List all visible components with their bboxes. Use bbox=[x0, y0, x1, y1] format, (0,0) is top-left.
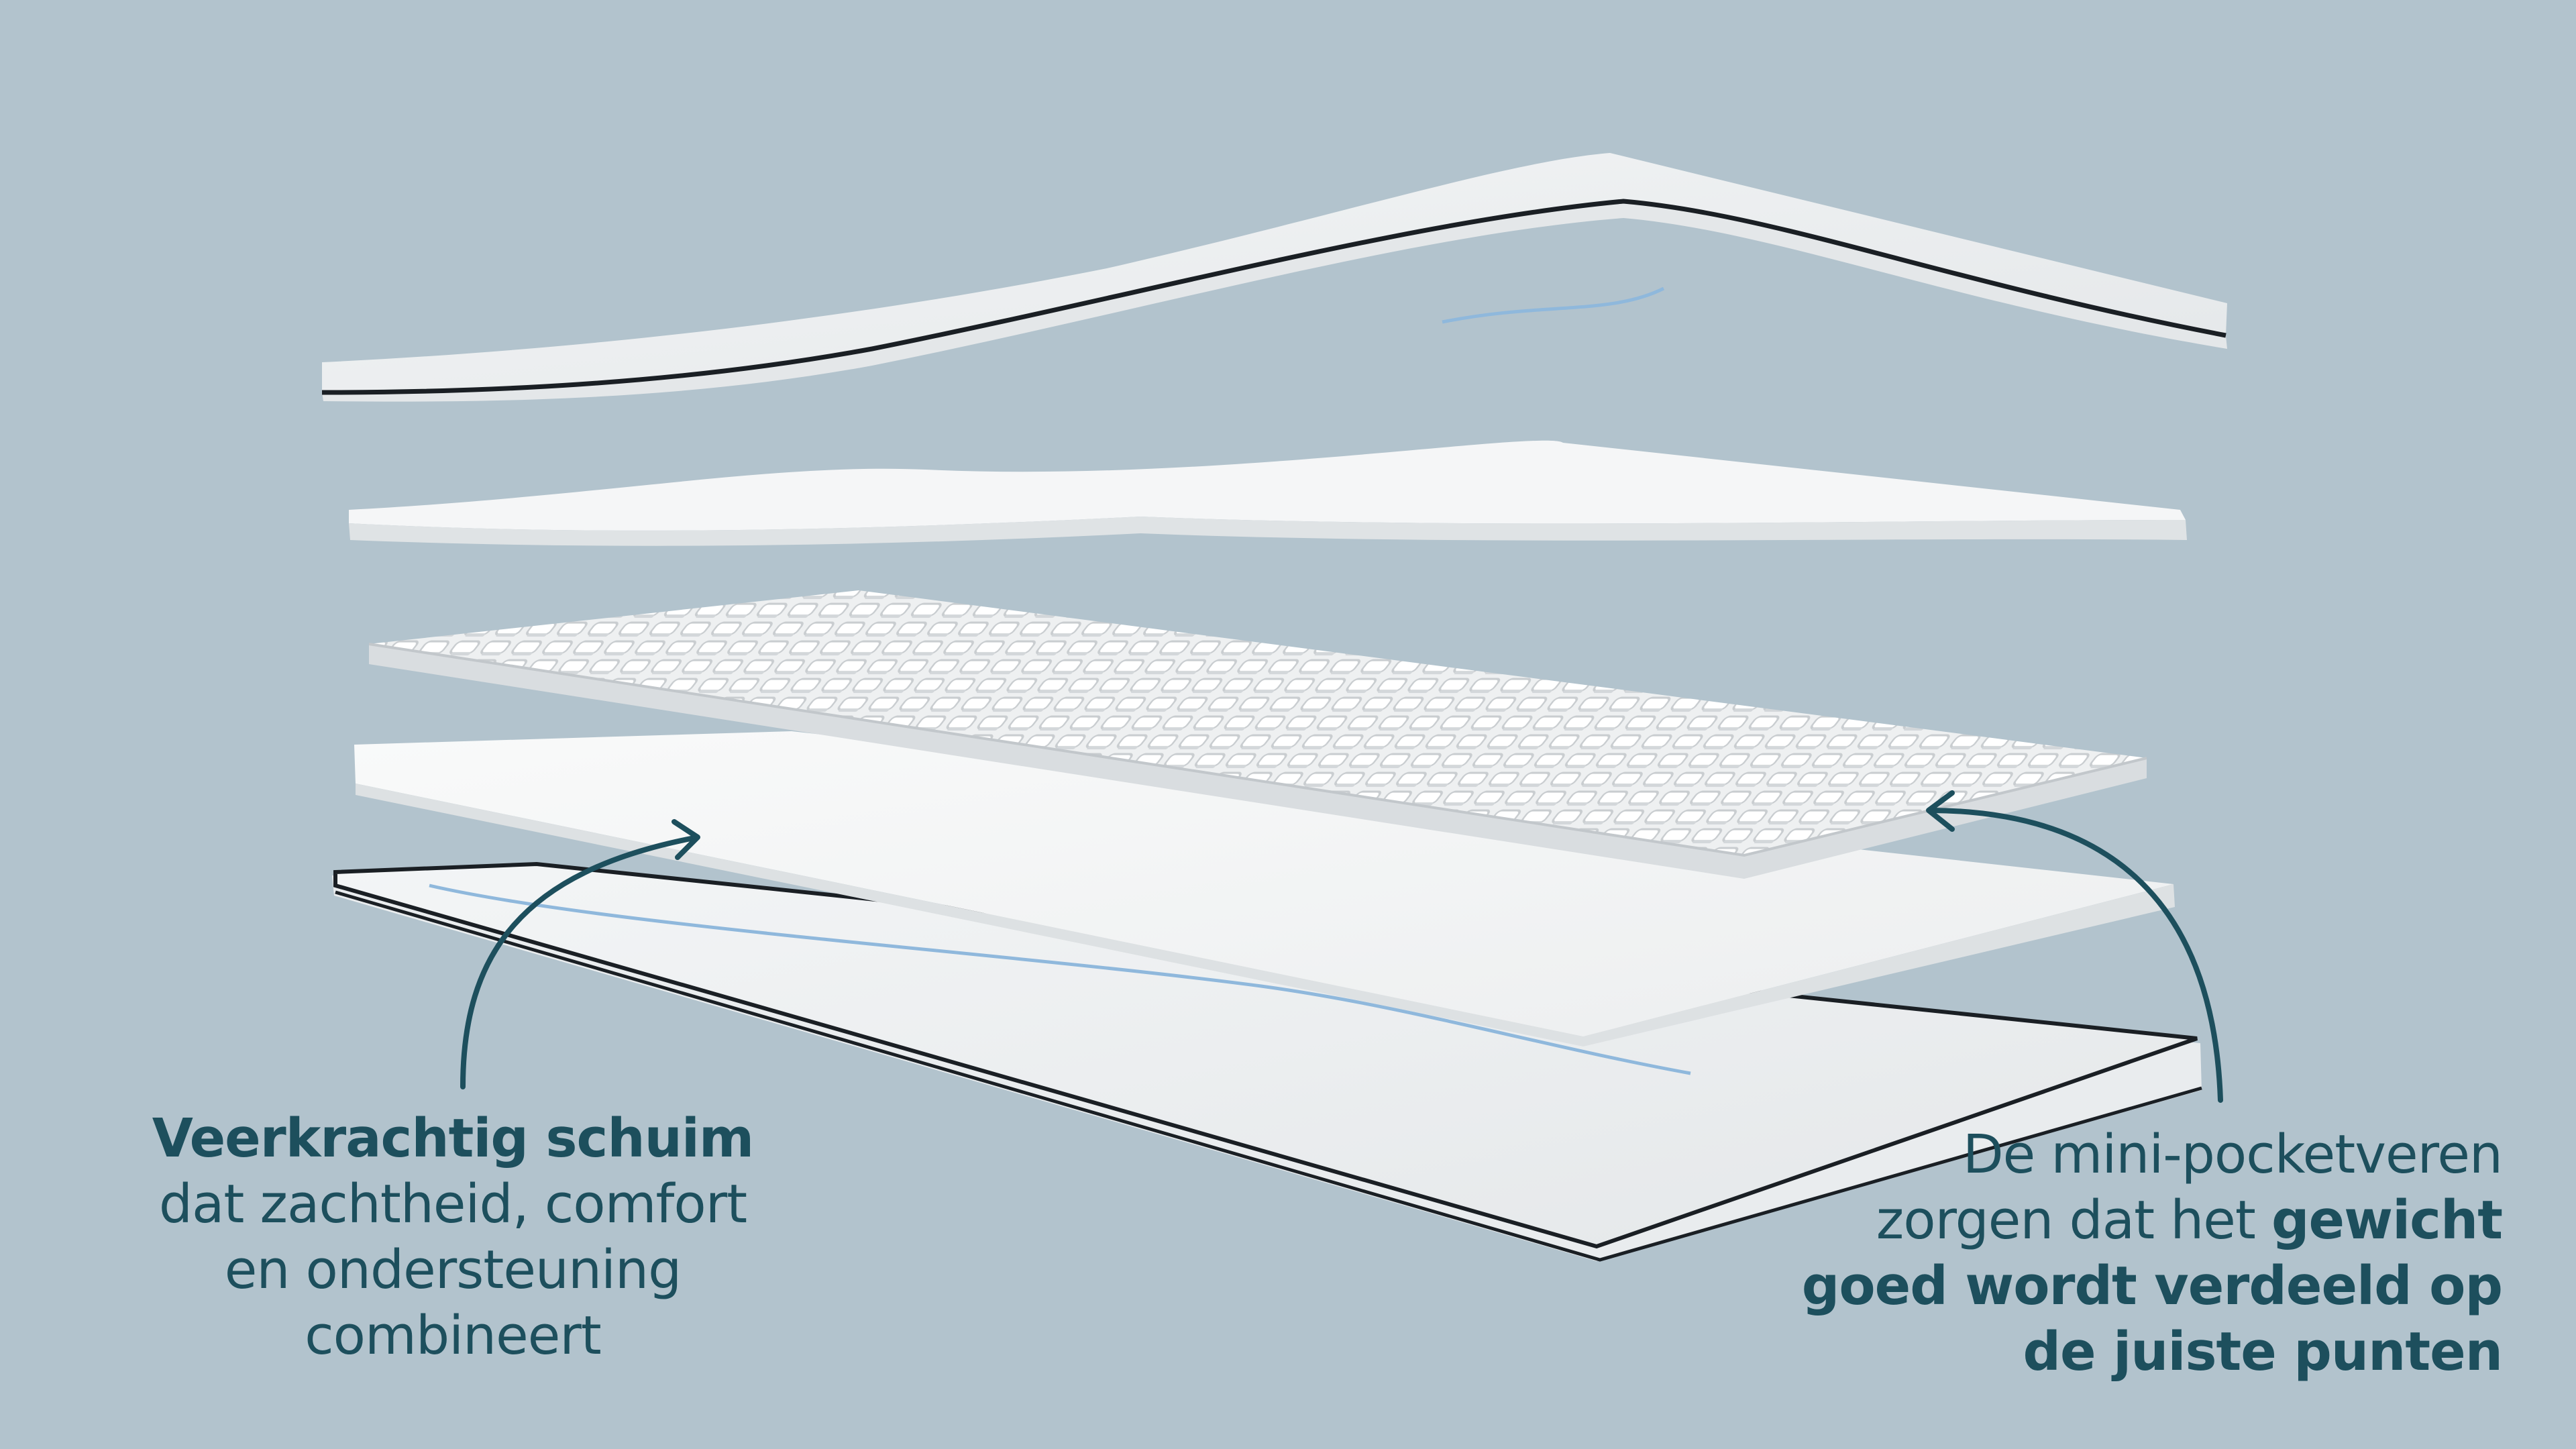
springs-caption-line-2-regular: zorgen dat het bbox=[1876, 1189, 2271, 1251]
top-cover-accent-line bbox=[1442, 286, 1665, 324]
right-callout-arrow bbox=[1926, 790, 2223, 1103]
springs-caption: De mini-pocketveren zorgen dat het gewic… bbox=[1630, 1122, 2503, 1385]
bottom-cover-edge bbox=[333, 861, 2198, 1249]
foam-caption-line-1: dat zachtheid, comfort bbox=[158, 1173, 747, 1235]
top-cover-edge bbox=[321, 199, 2226, 395]
foam-caption-title: Veerkrachtig schuim bbox=[152, 1108, 754, 1169]
left-arrow-line bbox=[460, 836, 694, 1089]
bottom-cover-accent-line bbox=[429, 883, 1691, 1075]
springs-caption-line-4: de juiste punten bbox=[2023, 1321, 2503, 1383]
top-cover-top bbox=[322, 153, 2227, 392]
springs-caption-line-3: goed wordt verdeeld op bbox=[1801, 1255, 2503, 1317]
spring-grid-layer bbox=[368, 590, 2147, 879]
spring-grid-edge bbox=[368, 643, 2147, 857]
base-foam-layer bbox=[354, 731, 2175, 1046]
top-cover-layer bbox=[321, 153, 2227, 402]
springs-caption-line-2-bold: gewicht bbox=[2271, 1189, 2503, 1251]
base-foam-top bbox=[354, 731, 2174, 1036]
bottom-cover-layer bbox=[332, 861, 2202, 1262]
left-arrowhead bbox=[672, 819, 700, 860]
right-arrow-line bbox=[1929, 808, 2223, 1103]
right-arrowhead bbox=[1926, 790, 1955, 832]
springs-caption-line-1: De mini-pocketveren bbox=[1962, 1124, 2503, 1185]
springs-caption-line-2: zorgen dat het gewicht bbox=[1630, 1187, 2503, 1253]
foam-caption-line-3: combineert bbox=[305, 1305, 602, 1366]
comfort-foam-side bbox=[349, 517, 2187, 546]
comfort-foam-layer bbox=[349, 440, 2187, 546]
left-callout-arrow bbox=[460, 819, 700, 1089]
foam-caption: Veerkrachtig schuim dat zachtheid, comfo… bbox=[101, 1106, 805, 1368]
spring-grid-top bbox=[369, 590, 2147, 855]
foam-caption-line-2: en ondersteuning bbox=[224, 1239, 682, 1301]
bottom-cover-side-edge bbox=[335, 890, 2202, 1262]
comfort-foam-top bbox=[349, 440, 2186, 531]
bottom-cover-top bbox=[335, 864, 2197, 1246]
